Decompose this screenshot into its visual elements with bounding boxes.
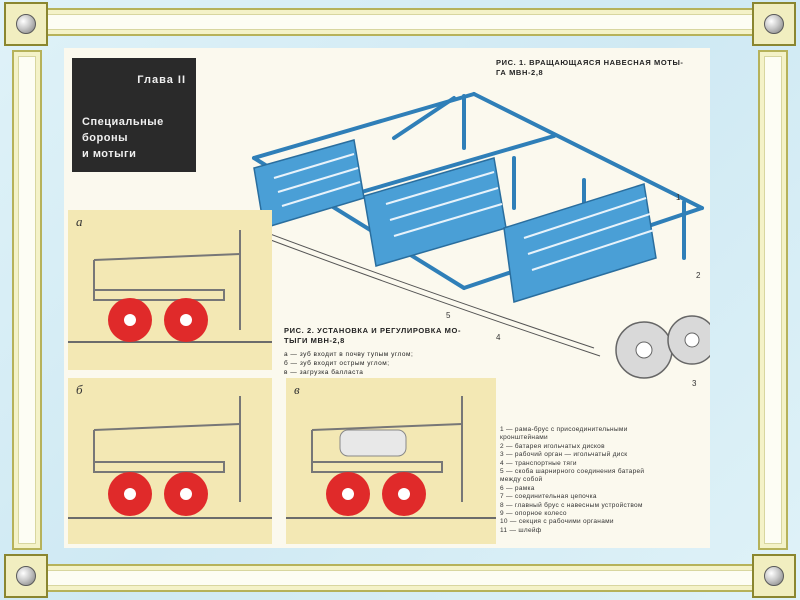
needle-disk-icon (667, 315, 710, 365)
callout-label: 5 (446, 311, 451, 320)
top-frame-bar (28, 8, 772, 36)
book-page: Глава II Специальные бороны и мотыги РИС… (64, 48, 710, 548)
figure1-caption-line: РИС. 1. ВРАЩАЮЩАЯСЯ НАВЕСНАЯ МОТЫ- (496, 58, 684, 67)
callout-label: 1 (676, 193, 681, 202)
legend-item: 10 — секция с рабочими органами (500, 518, 614, 526)
figure2-panel-a: а (68, 210, 272, 370)
legend-item: 7 — соединительная цепочка (500, 493, 597, 501)
legend-item: между собой (500, 476, 543, 484)
legend-item: 1 — рама-брус с присоединительными (500, 426, 628, 433)
chapter-title-line: бороны (82, 132, 128, 144)
screw-icon (764, 566, 784, 586)
screw-icon (16, 566, 36, 586)
figure2-caption-line: ТЫГИ МВН-2,8 (284, 336, 345, 345)
legend-item: 9 — опорное колесо (500, 510, 567, 518)
chapter-title-line: и мотыги (82, 148, 137, 160)
figure2-note: а — зуб входит в почву тупым углом; (284, 351, 414, 358)
legend-item: 6 — рамка (500, 484, 535, 492)
figure2-panel-b: б (68, 378, 272, 544)
chapter-box: Глава II Специальные бороны и мотыги (72, 58, 196, 172)
bottom-frame-bar (28, 564, 772, 592)
legend-item: 8 — главный брус с навесным устройством (500, 501, 643, 509)
panel-label: а (76, 214, 83, 229)
corner-top-left (4, 2, 48, 46)
legend-item: 3 — рабочий орган — игольчатый диск (500, 451, 628, 459)
legend-item: кронштейнами (500, 434, 548, 442)
figure1-caption-line: ГА МВН-2,8 (496, 68, 544, 77)
figure2-notes: а — зуб входит в почву тупым углом; б — … (284, 350, 504, 377)
panel-label: в (294, 382, 300, 397)
chapter-label: Глава II (137, 74, 186, 86)
legend-item: 5 — скоба шарнирного соединения батарей (500, 468, 645, 476)
needle-disk-icon (615, 321, 673, 379)
figure1-caption: РИС. 1. ВРАЩАЮЩАЯСЯ НАВЕСНАЯ МОТЫ- ГА МВ… (496, 58, 696, 78)
corner-bottom-left (4, 554, 48, 598)
figure2-note: в — загрузка балласта (284, 369, 364, 376)
parts-legend: 1 — рама-брус с присоединительными кронш… (500, 426, 706, 535)
legend-item: 4 — транспортные тяги (500, 459, 577, 467)
callout-label: 4 (496, 333, 501, 342)
hoe-machine-illustration: 1 2 3 4 5 (252, 92, 710, 388)
chapter-title-line: Специальные (82, 116, 164, 128)
corner-bottom-right (752, 554, 796, 598)
legend-item: 11 — шлейф (500, 526, 542, 534)
callout-label: 3 (692, 379, 697, 388)
figure2-caption: РИС. 2. УСТАНОВКА И РЕГУЛИРОВКА МО- ТЫГИ… (284, 326, 504, 346)
figure2-note: б — зуб входит острым углом; (284, 360, 390, 367)
legend-item: 2 — батарея игольчатых дисков (500, 442, 605, 450)
ballast-bag-icon (339, 429, 407, 457)
callout-label: 2 (696, 271, 701, 280)
screw-icon (764, 14, 784, 34)
corner-top-right (752, 2, 796, 46)
figure2-panel-v: в (286, 378, 496, 544)
screw-icon (16, 14, 36, 34)
right-frame-bar (758, 50, 788, 550)
left-frame-bar (12, 50, 42, 550)
chapter-title: Специальные бороны и мотыги (82, 114, 192, 162)
panel-label: б (76, 382, 83, 397)
figure2-caption-line: РИС. 2. УСТАНОВКА И РЕГУЛИРОВКА МО- (284, 326, 462, 335)
